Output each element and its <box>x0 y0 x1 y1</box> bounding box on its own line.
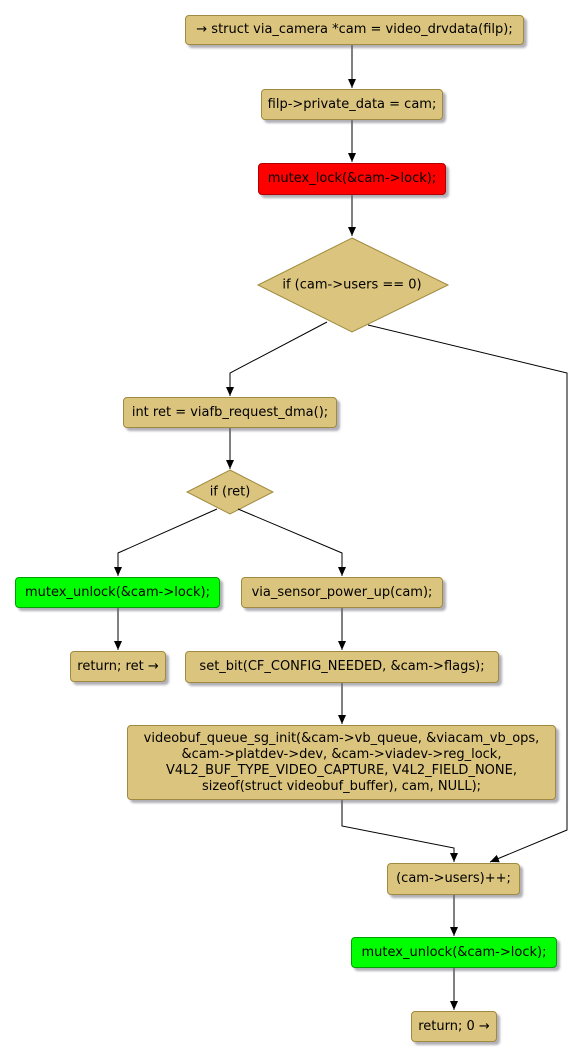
sensor-power-up-node: via_sensor_power_up(cam); <box>241 577 443 608</box>
mutex-unlock-final-node: mutex_unlock(&cam->lock); <box>351 937 557 968</box>
decision-diamond-ret <box>185 469 275 515</box>
request-dma-node: int ret = viafb_request_dma(); <box>123 397 337 428</box>
set-private-data-node: filp->private_data = cam; <box>261 89 443 120</box>
get-cam-node: → struct via_camera *cam = video_drvdata… <box>185 15 524 45</box>
edge-videobuf-to-users-inc <box>341 800 458 862</box>
if-ret-label: if (ret) <box>209 484 251 500</box>
edge-if-ret-true <box>114 508 218 576</box>
edge-if-ret-false <box>237 508 346 576</box>
return-zero-node: return; 0 → <box>411 1011 497 1042</box>
set-bit-node: set_bit(CF_CONFIG_NEEDED, &cam->flags); <box>185 651 499 683</box>
edge-if-users-false <box>367 324 568 863</box>
mutex-unlock-error-node: mutex_unlock(&cam->lock); <box>15 577 220 608</box>
mutex-lock-node: mutex_lock(&cam->lock); <box>258 163 446 195</box>
decision-diamond-users <box>256 237 450 333</box>
edge-if-users-true <box>226 321 328 396</box>
if-users-zero-label: if (cam->users == 0) <box>282 277 422 293</box>
videobuf-queue-init-node: videobuf_queue_sg_init(&cam->vb_queue, &… <box>127 725 556 800</box>
users-increment-node: (cam->users)++; <box>387 863 520 895</box>
return-ret-node: return; ret → <box>70 651 166 682</box>
